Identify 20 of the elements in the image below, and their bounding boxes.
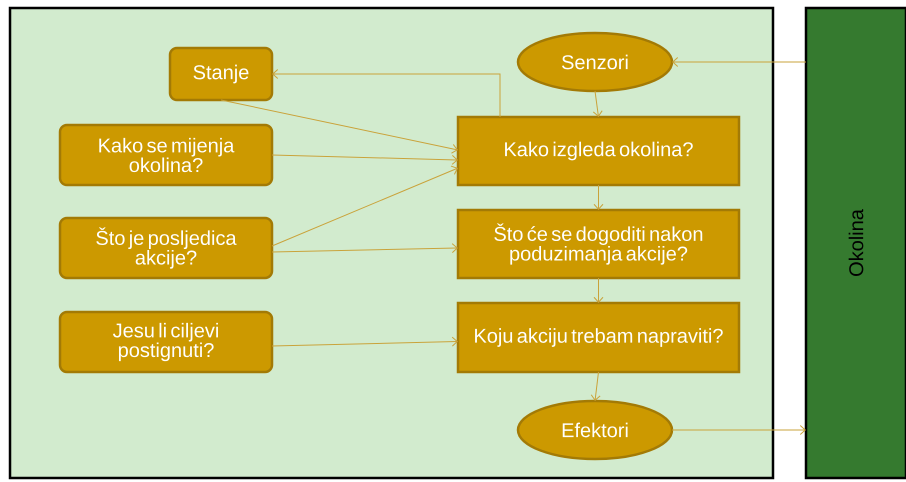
- arrow: [672, 425, 806, 435]
- arrow: [272, 166, 458, 246]
- environment-panel: Okolina: [804, 6, 906, 480]
- question-box: Kako se mijenja okolina?: [58, 124, 274, 186]
- process-box: Što će se dogoditi nakon poduzimanja akcije?: [456, 208, 740, 280]
- arrow: [272, 154, 458, 165]
- arrow: [590, 372, 601, 401]
- process-box: Koju akciju trebam napraviti?: [456, 302, 740, 374]
- question-box: Jesu li ciljevi postignuti?: [58, 310, 274, 374]
- question-box: Stanje: [168, 46, 274, 102]
- arrow: [594, 184, 604, 210]
- arrow: [272, 69, 500, 118]
- arrow: [272, 243, 458, 254]
- arrow: [672, 57, 806, 67]
- arrow: [592, 90, 603, 117]
- arrow: [594, 278, 604, 303]
- arrow: [220, 100, 458, 154]
- arrow: [272, 336, 458, 347]
- question-box: Što je posljedica akcije?: [58, 216, 274, 280]
- process-box: Kako izgleda okolina?: [456, 116, 740, 186]
